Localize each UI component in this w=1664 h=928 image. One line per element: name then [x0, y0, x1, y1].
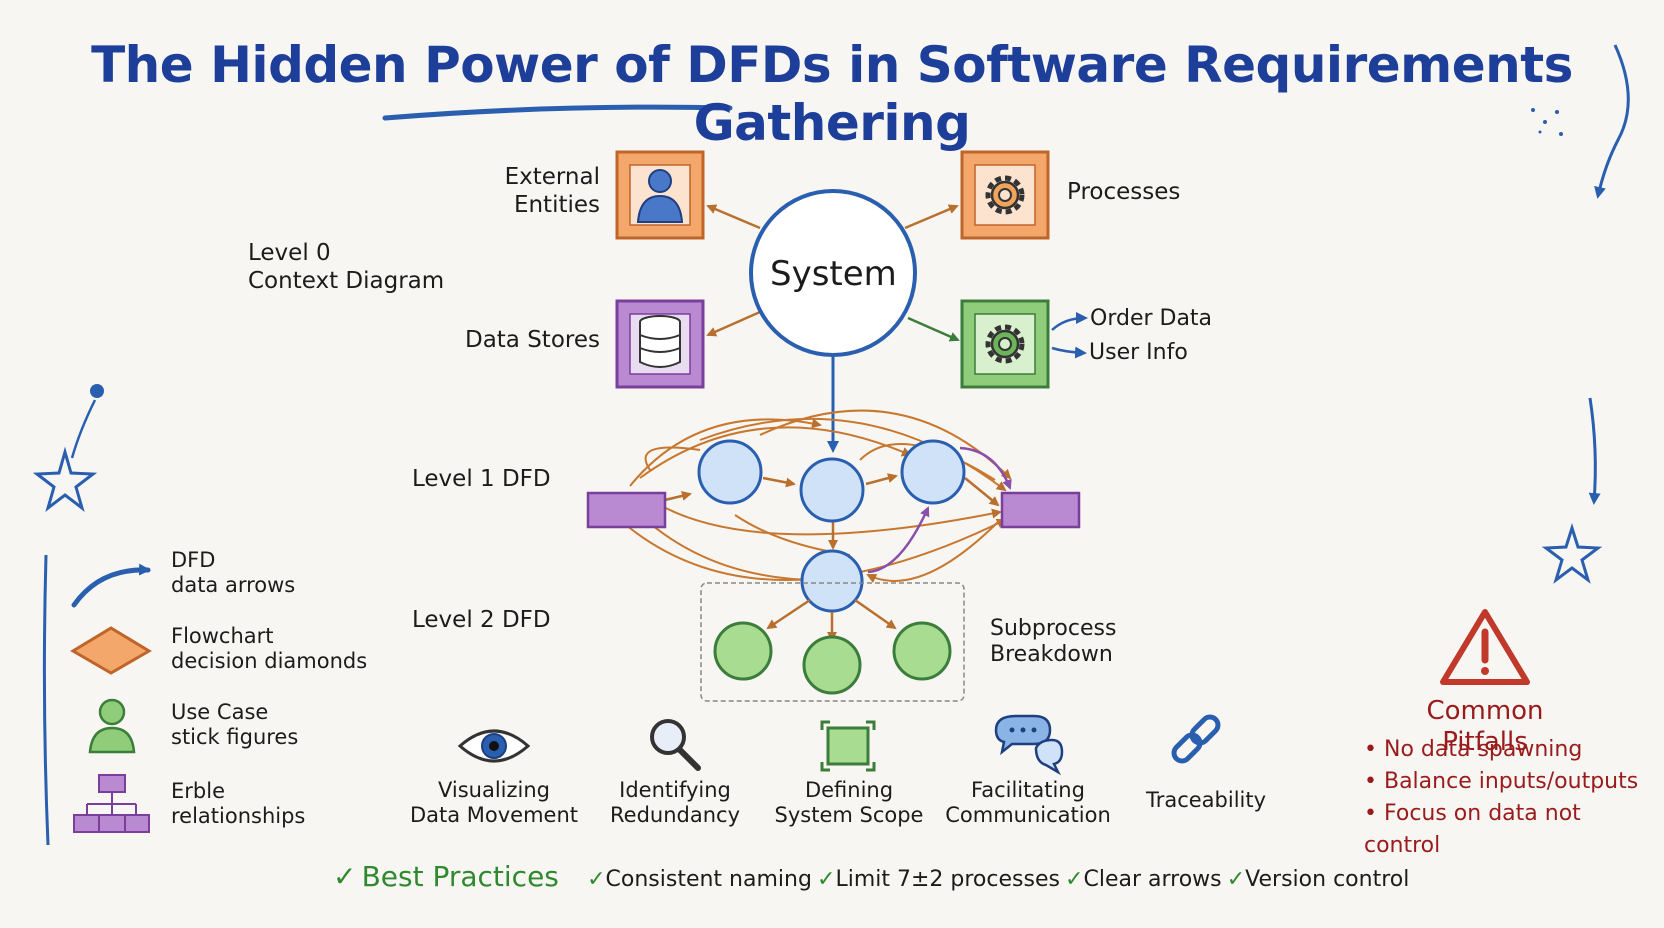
left-border-line	[42, 554, 50, 846]
process-box-green	[960, 299, 1050, 389]
flow-arrow	[1051, 312, 1088, 331]
level2-processes	[713, 621, 952, 695]
decor-dot	[90, 384, 104, 398]
pitfall-item: • Balance inputs/outputs	[1364, 768, 1639, 794]
pitfalls-list: • No data spawning • Balance inputs/outp…	[1364, 734, 1664, 862]
database-icon	[639, 315, 681, 368]
data-stores-label: Data Stores	[464, 327, 600, 353]
decor-down-arrow-right	[1588, 397, 1601, 505]
page-title: The Hidden Power of DFDs in Software Req…	[91, 36, 1573, 152]
legend-stick-figures: Use Case stick figures	[171, 700, 299, 750]
scope-frame-icon	[820, 720, 876, 772]
title-underline	[382, 104, 733, 121]
pitfall-item: • Focus on data not control	[1364, 800, 1581, 858]
magnifier-icon	[650, 719, 701, 771]
gear-icon	[985, 324, 1025, 364]
benefit-scope: Defining System Scope	[774, 778, 924, 828]
decor-dot-trail	[70, 399, 97, 459]
level1-label: Level 1 DFD	[412, 466, 551, 492]
process-box	[960, 150, 1050, 240]
star-icon	[32, 446, 98, 512]
decorative-curve-top-right	[1594, 44, 1630, 199]
context-arrows	[706, 204, 959, 337]
legend-relationships: Erble relationships	[171, 779, 306, 829]
subprocess-label: Subprocess Breakdown	[990, 616, 1117, 668]
benefit-traceability: Traceability	[1145, 788, 1267, 812]
best-practices-bar: ✓ Best Practices ✓Consistent naming ✓Lim…	[333, 860, 1409, 894]
curved-arrow-icon	[71, 563, 151, 608]
best-practice-item: Version control	[1245, 867, 1410, 892]
hierarchy-icon	[73, 774, 150, 833]
benefit-redundancy: Identifying Redundancy	[610, 778, 740, 828]
best-practice-item: Consistent naming	[605, 867, 812, 892]
level1-processes	[697, 439, 966, 613]
pitfalls-title: Common Pitfalls	[1426, 696, 1544, 758]
sparkle-dots	[1531, 108, 1563, 136]
warning-triangle-icon	[1440, 609, 1530, 685]
subprocess-frame	[700, 582, 965, 702]
legend-diamonds: Flowchart decision diamonds	[171, 624, 368, 674]
flow-arrow	[1051, 346, 1087, 359]
benefit-visualizing: Visualizing Data Movement	[409, 778, 579, 828]
system-circle	[749, 189, 917, 357]
system-label: System	[770, 254, 897, 294]
check-icon: ✓	[1226, 867, 1246, 892]
level1-straight-arrows	[664, 473, 1000, 550]
legend-dfd-arrows: DFD data arrows	[171, 548, 296, 598]
check-icon: ✓	[333, 860, 357, 893]
user-info-label: User Info	[1089, 340, 1188, 365]
best-practices-title: Best Practices	[361, 860, 559, 893]
level1-entity-right	[1000, 491, 1081, 529]
check-icon: ✓	[587, 867, 606, 892]
check-icon: ✓	[817, 867, 836, 892]
context-arrow-green	[907, 316, 960, 342]
data-store-box	[615, 299, 705, 389]
level2-arrows	[766, 598, 897, 642]
level2-label: Level 2 DFD	[412, 607, 551, 633]
eye-icon	[457, 729, 531, 763]
chain-link-icon	[1171, 714, 1221, 764]
pitfall-item: • No data spawning	[1364, 737, 1583, 762]
external-entities-label: External Entities	[504, 164, 600, 218]
star-icon-right	[1541, 523, 1603, 584]
best-practice-item: Limit 7±2 processes	[835, 867, 1060, 892]
processes-label: Processes	[1067, 179, 1181, 205]
level1-entity-left	[586, 491, 667, 529]
stick-figure-icon	[88, 698, 136, 754]
chat-bubbles-icon	[994, 714, 1064, 776]
best-practice-item: Clear arrows	[1083, 867, 1222, 892]
purple-flow	[959, 446, 1012, 490]
check-icon: ✓	[1065, 867, 1084, 892]
person-icon	[636, 169, 684, 223]
external-entity-box	[615, 150, 705, 240]
benefit-communication: Facilitating Communication	[945, 778, 1111, 828]
gear-icon	[985, 175, 1025, 215]
diamond-icon	[70, 626, 152, 675]
purple-flow	[867, 506, 930, 574]
order-data-label: Order Data	[1090, 306, 1213, 331]
level0-label: Level 0 Context Diagram	[248, 240, 445, 294]
